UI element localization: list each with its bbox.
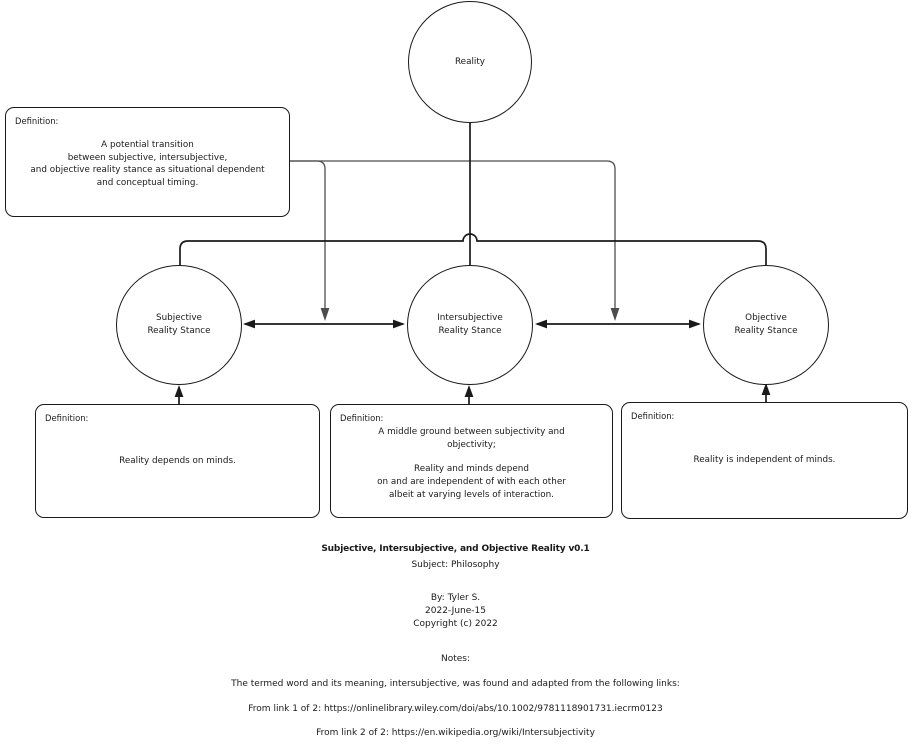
definition-line: A middle ground between subjectivity and [378, 427, 565, 437]
node-subjective-reality-stance: Subjective Reality Stance [116, 265, 242, 385]
node-reality: Reality [408, 1, 532, 123]
node-objective-reality-stance: Objective Reality Stance [703, 265, 829, 385]
date-line: 2022-June-15 [425, 606, 486, 616]
diagram-subject: Subject: Philosophy [411, 560, 500, 570]
author-line: By: Tyler S. [430, 593, 481, 603]
definition-body: Reality depends on minds. [119, 455, 236, 466]
definition-box-intersubjective: Definition: A middle ground between subj… [330, 404, 613, 518]
source-link-1: From link 1 of 2: https://onlinelibrary.… [248, 704, 663, 714]
definition-box-transition: Definition: A potential transition betwe… [5, 107, 290, 217]
definition-body: A potential transition between subjectiv… [6, 139, 289, 190]
definition-line: between subjective, intersubjective, [67, 152, 228, 163]
edge-transition-to-right-gap [290, 160, 616, 309]
definition-heading: Definition: [45, 413, 89, 423]
footer-text-block: Subjective, Intersubjective, and Objecti… [0, 543, 911, 740]
arrowhead-up-intersubjective [464, 385, 474, 397]
arrowhead-left-into-intersubjective [535, 319, 547, 329]
definition-heading: Definition: [340, 413, 384, 423]
arrowhead-left-into-subjective [243, 319, 255, 329]
notes-heading: Notes: [440, 654, 471, 664]
node-intersubjective-label-line2: Reality Stance [438, 326, 502, 336]
edge-distribution [179, 233, 767, 266]
definition-heading: Definition: [631, 411, 675, 421]
edge-transition-to-left-gap [290, 160, 326, 309]
copyright-line: Copyright (c) 2022 [413, 619, 498, 629]
diagram-title: Subjective, Intersubjective, and Objecti… [321, 544, 590, 554]
arrowhead-right-into-objective [689, 319, 701, 329]
definition-line: and conceptual timing. [96, 178, 199, 189]
definition-line: objectivity; [447, 439, 496, 450]
definition-body: A middle ground between subjectivity and… [331, 426, 612, 502]
arrowhead-down-left-gap [320, 308, 330, 321]
definition-line: albeit at varying levels of interaction. [389, 489, 554, 500]
node-subjective-label-line2: Reality Stance [147, 326, 211, 336]
node-reality-label: Reality [454, 56, 486, 67]
definition-line: A potential transition [101, 140, 194, 150]
arrowhead-up-objective [761, 383, 771, 395]
definition-body: Reality is independent of minds. [693, 455, 836, 466]
definition-line: on and are independent of with each othe… [377, 477, 566, 488]
arrowhead-down-right-gap [610, 308, 620, 321]
node-objective-label-line1: Objective [745, 313, 787, 323]
node-intersubjective-label-line1: Intersubjective [437, 313, 503, 323]
arrowhead-right-into-intersubjective [393, 319, 405, 329]
source-link-2: From link 2 of 2: https://en.wikipedia.o… [316, 728, 595, 738]
arrowhead-up-subjective [174, 385, 184, 397]
definition-line: Reality and minds depend [414, 464, 529, 475]
definition-heading: Definition: [15, 116, 59, 126]
node-objective-label-line2: Reality Stance [734, 326, 798, 336]
definition-box-subjective: Definition: Reality depends on minds. [35, 404, 320, 518]
node-intersubjective-reality-stance: Intersubjective Reality Stance [407, 265, 533, 385]
definition-line: and objective reality stance as situatio… [30, 165, 265, 176]
notes-description: The termed word and its meaning, intersu… [231, 679, 680, 689]
definition-box-objective: Definition: Reality is independent of mi… [621, 402, 908, 519]
node-subjective-label-line1: Subjective [156, 313, 202, 323]
